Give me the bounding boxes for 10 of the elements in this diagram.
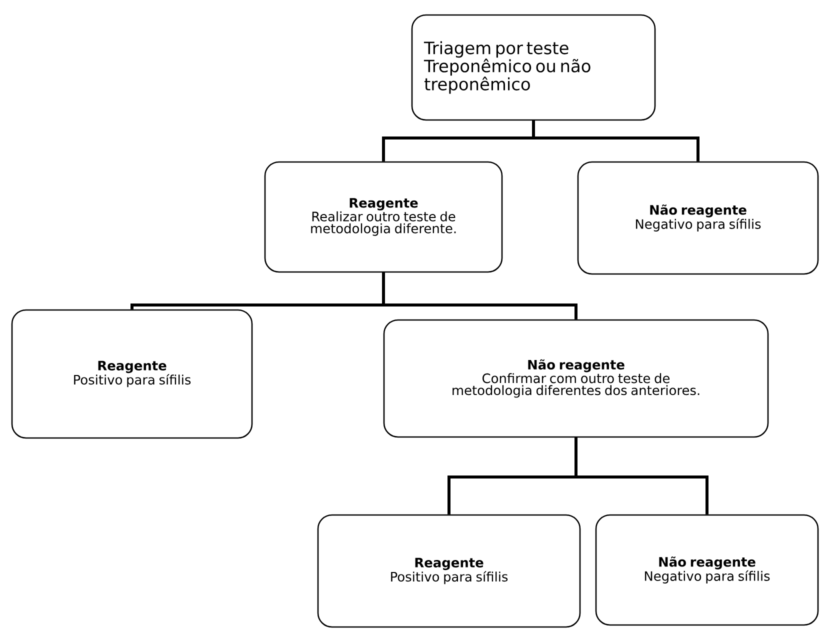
process-box: Não reagente Negativo para sífilis xyxy=(577,161,819,275)
connector-line xyxy=(574,438,708,514)
process-box: Reagente Positivo para sífilis xyxy=(317,514,581,628)
process-box: Reagente Positivo para sífilis xyxy=(11,309,253,439)
process-box: Triagem por teste Treponêmico ou não treponêmico xyxy=(411,14,656,121)
connector-line xyxy=(382,272,578,320)
process-box: Não reagente Confirmar com outro teste de metodologia diferentes dos anteriores. xyxy=(383,319,769,438)
process-box: Não reagente Negativo para sífilis xyxy=(595,514,819,626)
process-box: Reagente Realizar outro teste de metodologia diferente. xyxy=(264,161,503,273)
connector-line xyxy=(532,120,700,162)
